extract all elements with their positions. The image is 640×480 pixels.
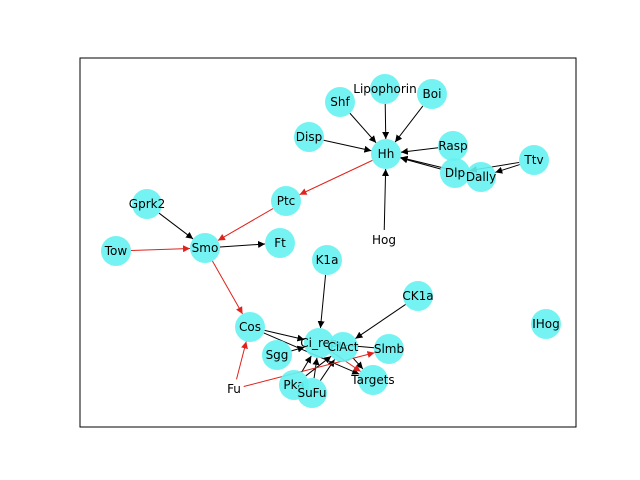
edge-boi-to-hh bbox=[394, 105, 424, 143]
node-label-ttv: Ttv bbox=[523, 153, 543, 167]
node-slmb bbox=[374, 334, 404, 364]
node-label-dlp: Dlp bbox=[445, 166, 465, 180]
node-boi bbox=[417, 79, 447, 109]
node-label-shf: Shf bbox=[330, 95, 350, 109]
node-cos bbox=[235, 312, 265, 342]
node-ihog bbox=[531, 309, 561, 339]
edge-hh-to-ptc bbox=[299, 159, 373, 196]
edge-sufu-to-ciact bbox=[319, 359, 336, 381]
node-shf bbox=[325, 87, 355, 117]
node-ptc bbox=[271, 186, 301, 216]
node-label-disp: Disp bbox=[296, 130, 322, 144]
node-label-k1a: K1a bbox=[316, 253, 339, 267]
node-label-sgg: Sgg bbox=[266, 348, 289, 362]
edge-ttv-to-dally bbox=[495, 164, 520, 174]
node-label-targets: Targets bbox=[350, 373, 394, 387]
edge-hog-to-hh bbox=[381, 168, 389, 231]
node-label-hh: Hh bbox=[378, 147, 395, 161]
edge-cos-to-ci-rep bbox=[264, 329, 305, 342]
node-smo bbox=[190, 233, 220, 263]
node-label-lipophorin: Lipophorin bbox=[353, 82, 416, 96]
node-label-ihog: IHog bbox=[532, 317, 560, 331]
edge-k1a-to-ci-rep bbox=[317, 274, 327, 329]
node-label-ciact: CiAct bbox=[327, 340, 358, 354]
node-k1a bbox=[312, 245, 342, 275]
edge-gprk2-to-smo bbox=[158, 212, 194, 240]
node-ttv bbox=[519, 145, 549, 175]
edge-ciact-to-targets bbox=[352, 357, 364, 370]
edge-fu-to-cos bbox=[236, 341, 248, 380]
node-dlp bbox=[440, 158, 470, 188]
edge-sgg-to-ci-rep bbox=[291, 345, 305, 353]
node-hh bbox=[371, 139, 401, 169]
plot-frame bbox=[79, 57, 577, 428]
node-label-rasp: Rasp bbox=[438, 139, 467, 153]
node-label-gprk2: Gprk2 bbox=[129, 197, 165, 211]
edge-ck1a-to-ciact bbox=[355, 304, 406, 339]
edge-pka-to-ci-rep bbox=[301, 355, 312, 373]
node-gprk2 bbox=[132, 189, 162, 219]
edge-smo-to-cos bbox=[211, 260, 244, 315]
node-sufu bbox=[297, 378, 327, 408]
node-dally bbox=[466, 162, 496, 192]
node-label-tow: Tow bbox=[104, 244, 128, 258]
node-ck1a bbox=[403, 281, 433, 311]
node-label-fu: Fu bbox=[227, 382, 241, 396]
edge-tow-to-smo bbox=[130, 245, 191, 253]
node-label-ptc: Ptc bbox=[277, 194, 296, 208]
edge-rasp-to-hh bbox=[400, 147, 439, 155]
node-label-dally: Dally bbox=[466, 170, 496, 184]
node-label-ft: Ft bbox=[274, 236, 286, 250]
node-ciact bbox=[328, 332, 358, 362]
node-label-cos: Cos bbox=[239, 320, 261, 334]
node-sgg bbox=[262, 340, 292, 370]
node-ft bbox=[265, 228, 295, 258]
node-targets bbox=[358, 365, 388, 395]
edge-pka-to-ciact bbox=[305, 355, 332, 377]
node-ci-rep bbox=[304, 328, 334, 358]
node-label-boi: Boi bbox=[423, 87, 442, 101]
edge-shf-to-hh bbox=[349, 112, 377, 144]
node-label-ck1a: CK1a bbox=[402, 289, 433, 303]
node-label-slmb: Slmb bbox=[374, 342, 404, 356]
edge-layer bbox=[130, 103, 520, 387]
node-label-hog: Hog bbox=[372, 233, 396, 247]
node-rasp bbox=[438, 131, 468, 161]
node-label-sufu: SuFu bbox=[297, 386, 326, 400]
node-lipophorin bbox=[370, 74, 400, 104]
edge-smo-to-ft bbox=[219, 240, 266, 248]
edge-disp-to-hh bbox=[323, 139, 372, 153]
edge-lipophorin-to-hh bbox=[382, 103, 390, 140]
node-label-smo: Smo bbox=[192, 241, 219, 255]
node-tow bbox=[101, 236, 131, 266]
node-disp bbox=[294, 122, 324, 152]
edge-ptc-to-smo bbox=[217, 208, 274, 241]
